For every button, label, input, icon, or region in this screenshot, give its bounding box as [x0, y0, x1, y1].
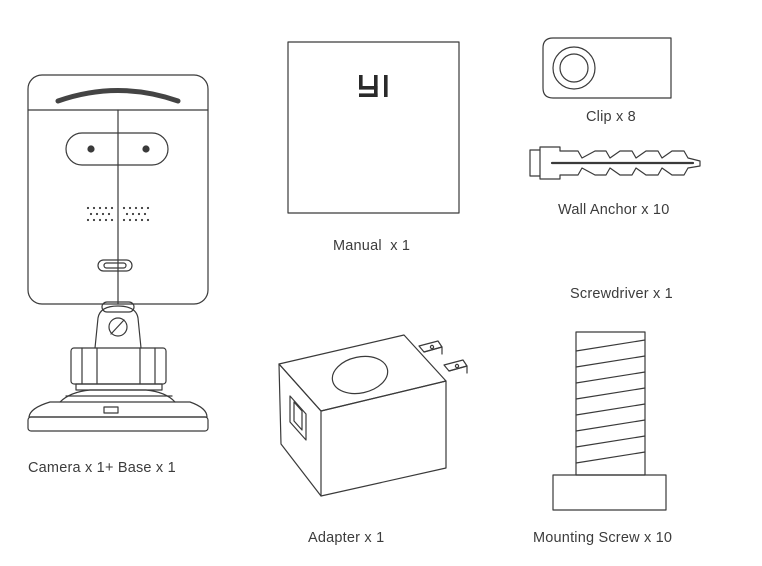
adapter-illustration: [278, 334, 468, 497]
manual-illustration: [287, 41, 460, 214]
mounting-screw-label: Mounting Screw x 10: [533, 530, 673, 546]
wall-anchor-label: Wall Anchor x 10: [558, 202, 670, 218]
yi-logo: [357, 71, 391, 101]
camera-label: Camera x 1+ Base x 1: [28, 460, 176, 476]
yi-logo-glyphs: [359, 75, 388, 97]
mounting-screw-illustration: [552, 331, 667, 511]
manual-label: Manual x 1: [333, 238, 411, 254]
adapter-label: Adapter x 1: [308, 530, 385, 546]
clip-illustration: [542, 37, 672, 99]
clip-label: Clip x 8: [586, 109, 636, 125]
camera-illustration: [27, 74, 209, 432]
screwdriver-label: Screwdriver x 1: [570, 286, 673, 302]
wall-anchor-illustration: [529, 146, 701, 180]
yi-logo-mark: [359, 75, 388, 97]
